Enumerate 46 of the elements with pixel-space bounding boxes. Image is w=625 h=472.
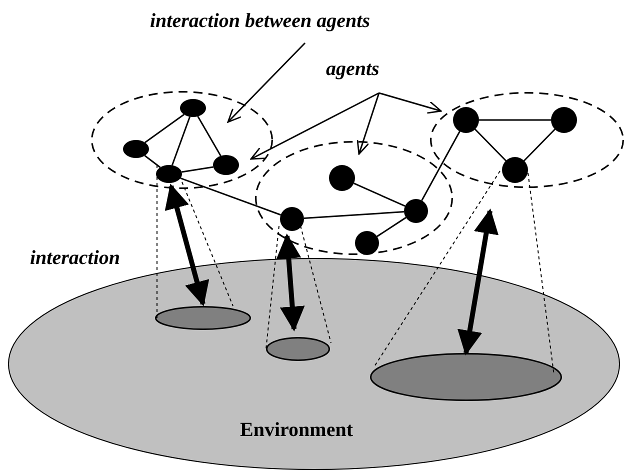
interaction-line xyxy=(421,131,460,201)
agent-group-ellipse xyxy=(255,141,453,255)
interaction-line xyxy=(376,216,406,238)
projection-line xyxy=(182,182,234,306)
environment-label: Environment xyxy=(240,420,353,440)
interaction-line xyxy=(182,166,214,173)
agent-dot xyxy=(355,231,379,255)
leader-arrow xyxy=(227,42,306,123)
arrow-label: interaction xyxy=(30,248,120,268)
interaction-line xyxy=(171,116,191,166)
interaction-line xyxy=(180,178,281,216)
projection-line xyxy=(156,164,158,320)
callout-text: interaction between agents xyxy=(150,10,370,32)
agent-group-ellipse xyxy=(430,92,624,188)
agent-group-ellipse xyxy=(91,91,273,189)
region-ellipse xyxy=(155,306,251,330)
agent-dot xyxy=(156,165,182,183)
region-ellipse xyxy=(266,337,330,361)
interaction-line xyxy=(479,119,551,121)
agent-dot xyxy=(404,199,428,223)
callout-text: agents xyxy=(326,58,380,80)
interaction-line xyxy=(474,128,506,162)
leader-arrow xyxy=(378,92,442,114)
agent-dot xyxy=(280,207,304,231)
leader-arrow xyxy=(356,92,380,155)
leader-arrow xyxy=(250,92,380,160)
agent-dot xyxy=(123,140,149,158)
interaction-line xyxy=(197,116,222,156)
double-arrow xyxy=(276,234,305,332)
agent-dot xyxy=(502,157,528,183)
agent-dot xyxy=(453,107,479,133)
interaction-line xyxy=(354,182,406,207)
interaction-line xyxy=(144,114,184,144)
interaction-line xyxy=(144,155,161,168)
region-ellipse xyxy=(370,353,562,401)
interaction-line xyxy=(304,211,404,219)
agent-dot xyxy=(180,99,206,117)
projection-line xyxy=(528,172,554,376)
projection-line xyxy=(266,226,280,350)
agent-dot xyxy=(213,155,239,175)
double-arrow xyxy=(457,208,499,356)
agent-dot xyxy=(329,165,355,191)
double-arrow xyxy=(164,184,210,306)
agent-dot xyxy=(551,107,577,133)
projection-line xyxy=(374,170,500,368)
interaction-line xyxy=(524,128,556,162)
